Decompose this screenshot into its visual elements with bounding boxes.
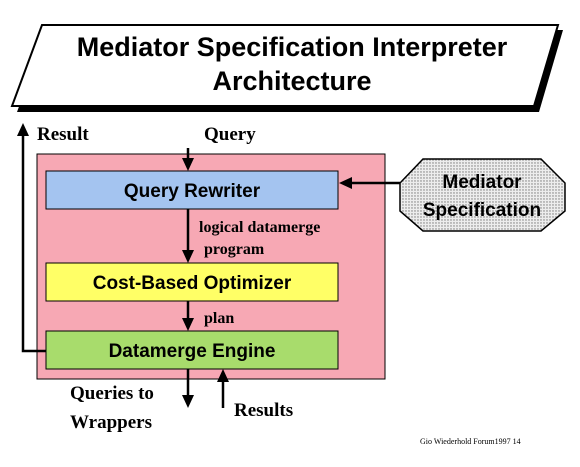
- optimizer-label: Cost-Based Optimizer: [93, 273, 292, 294]
- queries-to-wrappers-label-1: Queries to: [70, 383, 154, 404]
- title-line-1: Mediator Specification Interpreter: [77, 32, 508, 62]
- spec-to-rewriter-arrow: [339, 177, 400, 189]
- optimizer-box: [45, 262, 339, 302]
- queries-to-wrappers-arrow: [182, 369, 194, 408]
- queries-to-wrappers-label-2: Wrappers: [70, 412, 152, 433]
- query-rewriter-box: [45, 170, 339, 210]
- mediator-spec-line-1: Mediator: [442, 172, 522, 193]
- title-banner: [10, 24, 560, 107]
- query-rewriter-label: Query Rewriter: [124, 181, 261, 202]
- optimizer-to-engine-arrow: [182, 301, 194, 331]
- query-in-arrow: [182, 148, 194, 171]
- results-label: Results: [234, 400, 293, 421]
- mediator-spec-shape: [399, 158, 566, 232]
- logical-program-label-1: logical datamerge: [199, 219, 320, 236]
- logical-program-label-2: program: [204, 241, 265, 258]
- query-label: Query: [204, 124, 256, 145]
- title-line-2: Architecture: [212, 66, 371, 96]
- result-out-arrow: [17, 123, 46, 353]
- footer-credit: Gio Wiederhold Forum1997 14: [420, 437, 521, 446]
- results-in-arrow: [217, 369, 229, 408]
- result-label: Result: [37, 124, 89, 145]
- engine-label: Datamerge Engine: [109, 341, 276, 362]
- engine-box: [45, 330, 339, 370]
- plan-label: plan: [204, 310, 234, 327]
- rewriter-to-optimizer-arrow: [182, 209, 194, 263]
- mediator-spec-line-2: Specification: [423, 200, 541, 221]
